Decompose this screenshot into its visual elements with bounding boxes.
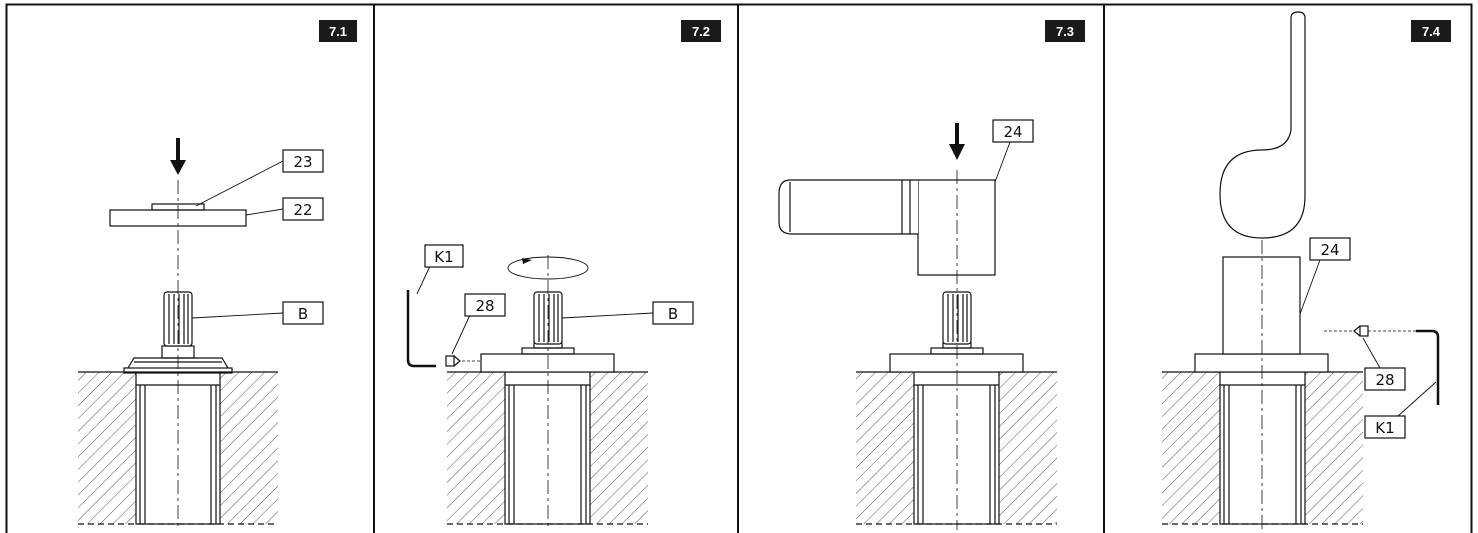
callout-label: 24 — [992, 119, 1034, 143]
svg-text:B: B — [298, 305, 308, 323]
svg-text:24: 24 — [1003, 123, 1022, 141]
callout-label: 24 — [1309, 237, 1351, 261]
hex-key — [406, 290, 436, 368]
step-badge: 7.4 — [1411, 20, 1451, 42]
ground-hatch — [856, 372, 914, 524]
down-arrow-icon — [949, 144, 965, 160]
cover-plate — [480, 353, 615, 373]
spline-shaft — [942, 291, 972, 345]
handle-body — [1222, 256, 1301, 355]
ground-hatch — [1305, 372, 1363, 524]
step-badge: 7.3 — [1045, 20, 1085, 42]
ground-hatch — [1162, 372, 1220, 524]
cover-plate — [889, 353, 1024, 373]
panel-7-1: 7.1 23 — [78, 20, 357, 530]
set-screw — [445, 355, 455, 367]
ground-hatch — [447, 372, 505, 524]
panel-7-2: 7.2 K1 — [406, 20, 721, 530]
svg-text:K1: K1 — [1375, 419, 1394, 437]
panel-7-4: 7.4 24 28 — [1162, 11, 1451, 530]
ground-hatch — [590, 372, 648, 524]
step-number: 7.2 — [692, 24, 710, 39]
panel-7-3: 7.3 24 — [778, 20, 1085, 530]
callout-label: 28 — [464, 293, 506, 317]
step-number: 7.4 — [1422, 24, 1441, 39]
svg-text:K1: K1 — [434, 248, 453, 266]
callout-label: K1 — [424, 244, 464, 268]
down-arrow-icon — [170, 160, 186, 175]
pipe — [913, 371, 1000, 525]
callout-label: 23 — [282, 149, 324, 173]
cover-plate — [1194, 353, 1329, 373]
hex-key — [1416, 329, 1440, 405]
svg-text:28: 28 — [475, 297, 494, 315]
callout-label: B — [282, 301, 324, 325]
callout-label: 22 — [282, 197, 324, 221]
svg-text:23: 23 — [293, 153, 312, 171]
svg-text:24: 24 — [1320, 241, 1339, 259]
handle-lever — [778, 179, 918, 235]
ground-hatch — [78, 372, 136, 524]
set-screw — [1359, 325, 1369, 337]
pipe — [1219, 371, 1306, 525]
svg-text:B: B — [668, 305, 678, 323]
handle-lever — [1219, 11, 1306, 239]
ground-hatch — [220, 372, 278, 524]
callout-label: 28 — [1364, 367, 1406, 391]
ground-hatch — [999, 372, 1057, 524]
svg-text:22: 22 — [293, 201, 312, 219]
svg-text:28: 28 — [1375, 371, 1394, 389]
pipe — [504, 371, 591, 525]
step-number: 7.1 — [329, 24, 347, 39]
step-number: 7.3 — [1056, 24, 1074, 39]
handle-body — [917, 179, 996, 276]
callout-label: K1 — [1364, 415, 1406, 439]
step-badge: 7.1 — [319, 20, 357, 42]
step-badge: 7.2 — [681, 20, 721, 42]
callout-label: B — [652, 301, 694, 325]
